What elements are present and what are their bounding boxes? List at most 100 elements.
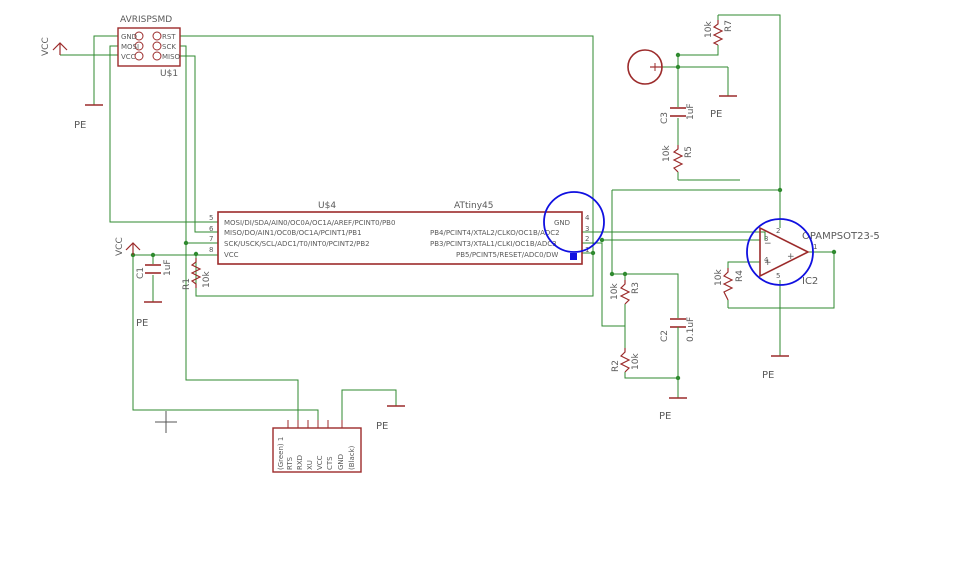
isp-pin-mosi: MOSI	[121, 43, 139, 51]
isp-pin-icon	[134, 51, 144, 61]
pe-label: PE	[762, 370, 774, 381]
wire-pb4	[582, 231, 766, 240]
mcu-pin-label: VCC	[224, 251, 239, 259]
opamp-pin-number: 4	[764, 256, 769, 264]
junction	[590, 250, 596, 256]
wire-isp-sck	[180, 45, 218, 244]
ftdi-pin-label: (Green) 1	[277, 437, 285, 470]
ftdi-body	[272, 427, 362, 473]
r1-ref: R1	[182, 278, 192, 290]
r3-value: 10k	[610, 283, 620, 300]
junction	[599, 237, 605, 243]
junction	[183, 240, 189, 246]
c3-ref: C3	[660, 112, 670, 124]
wire-r2-bottom	[624, 372, 678, 379]
mcu-pin-number: 5	[209, 214, 213, 222]
mcu-pin-number: 4	[585, 214, 590, 222]
resistor-r4	[722, 268, 734, 301]
wire-r7-bottom	[678, 45, 719, 56]
opamp-minus-sign: −	[764, 239, 772, 249]
attiny45: U$4 ATtiny45 MOSI/DI/SDA/AIN0/OC0A/OC1A/…	[209, 201, 590, 265]
mcu-pin-label: MISO/DO/AIN1/OC0B/OC1A/PCINT1/PB1	[224, 229, 362, 237]
wire-r3	[625, 273, 679, 318]
wire-vcc-opamp	[612, 189, 781, 228]
junction	[150, 252, 156, 258]
mcu-pin-label: PB3/PCINT3/XTAL1/CLKI/OC1B/ADC3	[430, 240, 557, 248]
ftdi-pin-label: VCC	[316, 455, 324, 470]
opamp-pin-number: 1	[813, 243, 817, 251]
capacitor-c2	[670, 318, 686, 328]
r2-value: 10k	[631, 353, 641, 370]
capacitor-c1	[145, 264, 161, 274]
c2-ref: C2	[660, 330, 670, 342]
mcu-pin-number: 6	[209, 225, 214, 233]
r7-value: 10k	[704, 21, 714, 38]
isp-pin-icon	[152, 51, 162, 61]
wires	[60, 14, 835, 428]
junction	[831, 249, 837, 255]
opamp-pin-number: 2	[776, 227, 780, 235]
junction	[675, 52, 681, 58]
mcu-pin-number: 3	[585, 225, 589, 233]
mcu-pin-number: 2	[585, 235, 589, 243]
capacitor-c3	[670, 107, 686, 117]
ground-symbols	[85, 95, 789, 407]
ftdi-pin-label: GND	[337, 454, 345, 470]
mcu-pin-label: PB5/PCINT5/RESET/ADC0/DW	[456, 251, 558, 259]
resistor-r1	[190, 258, 202, 288]
resistor-r3	[619, 280, 631, 305]
junction	[609, 271, 615, 277]
isp-body	[117, 27, 181, 67]
junction	[675, 64, 681, 70]
wire-r4-top	[727, 261, 760, 268]
isp-name: AVRISPSMD	[120, 15, 172, 25]
r3-ref: R3	[631, 282, 641, 294]
wire-isp-gnd	[93, 35, 118, 105]
isp-pin-miso: MISO	[162, 53, 181, 61]
mcu-pin-label: MOSI/DI/SDA/AIN0/OC0A/OC1A/AREF/PCINT0/P…	[224, 219, 395, 227]
crosshair-icon	[155, 411, 177, 433]
pe-label: PE	[136, 318, 148, 329]
opamp-plus-sign: +	[764, 258, 772, 268]
r1-value: 10k	[202, 271, 212, 288]
junction	[777, 187, 783, 193]
wire-r7-top	[718, 14, 781, 190]
isp-pin-sck: SCK	[162, 43, 176, 51]
opamp-plus-sign: +	[787, 252, 795, 262]
mcu-pin-label: GND	[554, 219, 570, 227]
resistor-r5	[672, 145, 684, 173]
vcc-symbol-top	[52, 42, 68, 55]
wire-isp-miso	[180, 55, 218, 233]
c3-value: 1uF	[686, 103, 696, 120]
mcu-origin-marker	[570, 253, 577, 260]
wire-reset-loop	[195, 252, 594, 297]
pe-label: PE	[74, 120, 86, 131]
c2-value: 0.1uF	[686, 317, 696, 342]
isp-pin-icon	[134, 31, 144, 41]
highlight-circle-mcu-gnd	[543, 191, 605, 253]
junction	[193, 251, 199, 257]
isp-pin-icon	[152, 41, 162, 51]
ftdi-pin-label: XU	[306, 460, 314, 470]
r4-ref: R4	[735, 270, 745, 282]
ftdi-header: (Green) 1 RTS RXD XU VCC CTS GND (Black)	[272, 420, 362, 473]
isp-pin-icon	[152, 31, 162, 41]
isp-pin-icon	[134, 41, 144, 51]
opamp-pin-number: 3	[764, 235, 768, 243]
junction	[622, 271, 628, 277]
r4-value: 10k	[714, 269, 724, 286]
vcc-symbol-left	[125, 242, 141, 255]
opamp-ic2: − + + OPAMPSOT23-5 IC2 3 4 2 5 1	[759, 226, 880, 287]
mcu-pin-number: 7	[209, 235, 213, 243]
junctions	[130, 52, 837, 381]
isp-pin-vcc: VCC	[121, 53, 136, 61]
wire-sck-ftdi	[185, 243, 299, 428]
pe-label: PE	[710, 109, 722, 120]
ftdi-pin-label: RTS	[286, 456, 294, 470]
pe-label: PE	[659, 411, 671, 422]
mcu-body	[217, 211, 583, 265]
vcc-label-left: VCC	[115, 237, 125, 256]
junction	[675, 375, 681, 381]
avr-isp-header: AVRISPSMD U$1 GND MOSI VCC RST SCK MISO	[117, 15, 181, 79]
mcu-pin-number: 1	[585, 246, 589, 254]
